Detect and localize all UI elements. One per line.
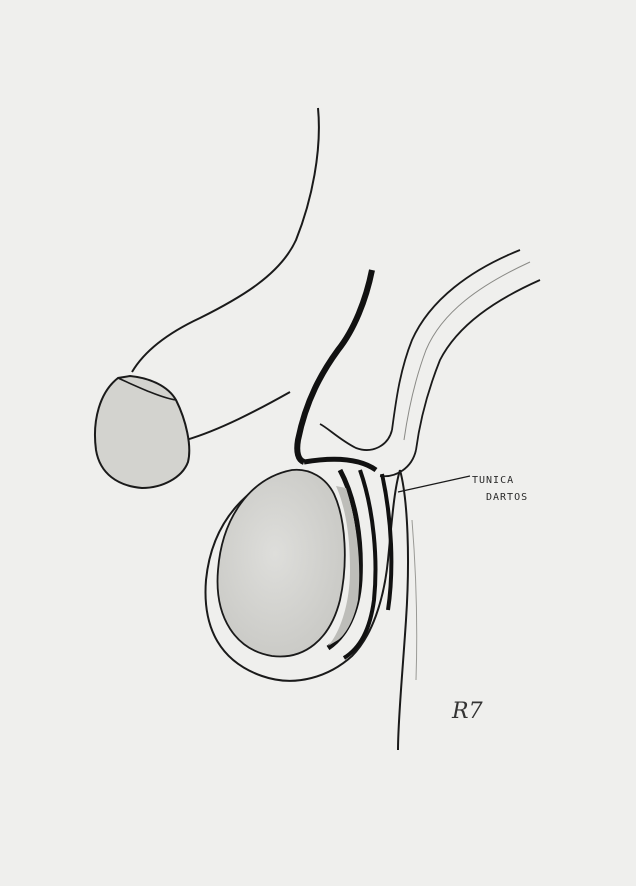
- artist-signature: R7: [451, 699, 483, 724]
- label-dartos: DARTOS: [486, 492, 528, 503]
- label-tunica: TUNICA: [472, 475, 514, 486]
